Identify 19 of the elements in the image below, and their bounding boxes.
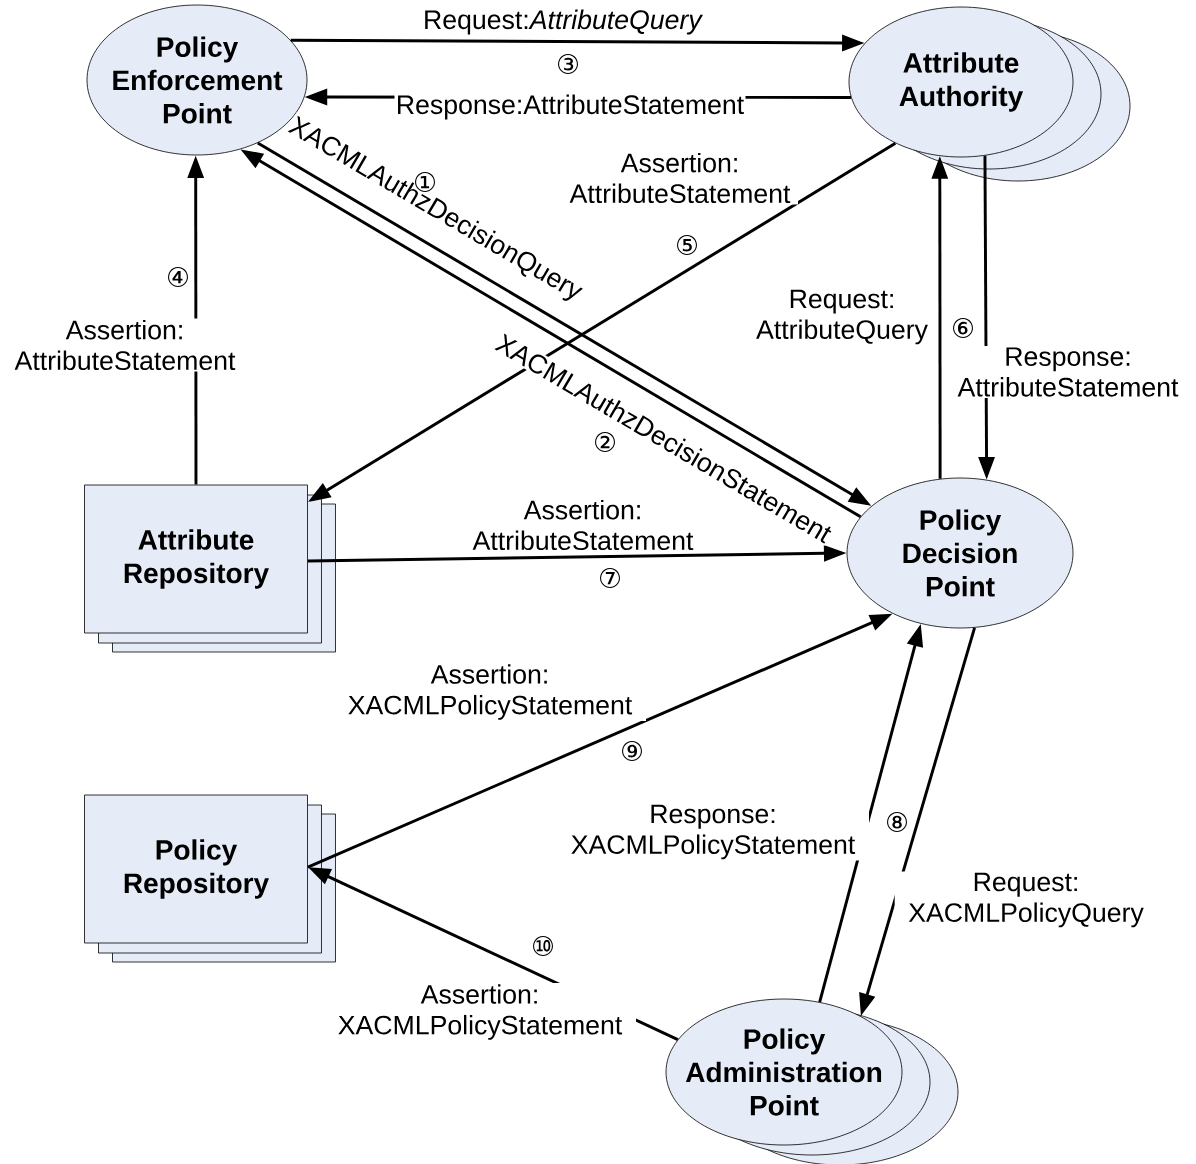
edge-label: Assertion: AttributeStatement (7, 318, 243, 372)
stacked-boxes: Attribute Repository (84, 484, 336, 653)
step-number: ⑤ (677, 235, 697, 255)
stacked-boxes: Policy Repository (84, 794, 336, 963)
step-number: ⑥ (953, 318, 973, 338)
stacked-ellipses: Policy Administration Point (665, 998, 959, 1164)
step-number: ④ (168, 267, 188, 287)
stacked-ellipses: Attribute Authority (848, 6, 1131, 182)
edge-label: Response: AttributeStatement (950, 346, 1186, 398)
step-number: ⑧ (887, 812, 907, 832)
edge-label: Request: XACMLPolicyQuery (894, 871, 1158, 929)
edge-label: Response: XACMLPolicyStatement (557, 803, 869, 861)
step-number: ③ (558, 54, 578, 74)
edge-label: Assertion: XACMLPolicyStatement (324, 982, 636, 1042)
step-number: ⑨ (622, 741, 642, 761)
edge-label: Assertion: XACMLPolicyStatement (334, 662, 646, 722)
step-number: ⑦ (600, 568, 620, 588)
step-number: ⑩ (533, 936, 553, 956)
edge-label: Request:AttributeQuery (421, 8, 705, 36)
